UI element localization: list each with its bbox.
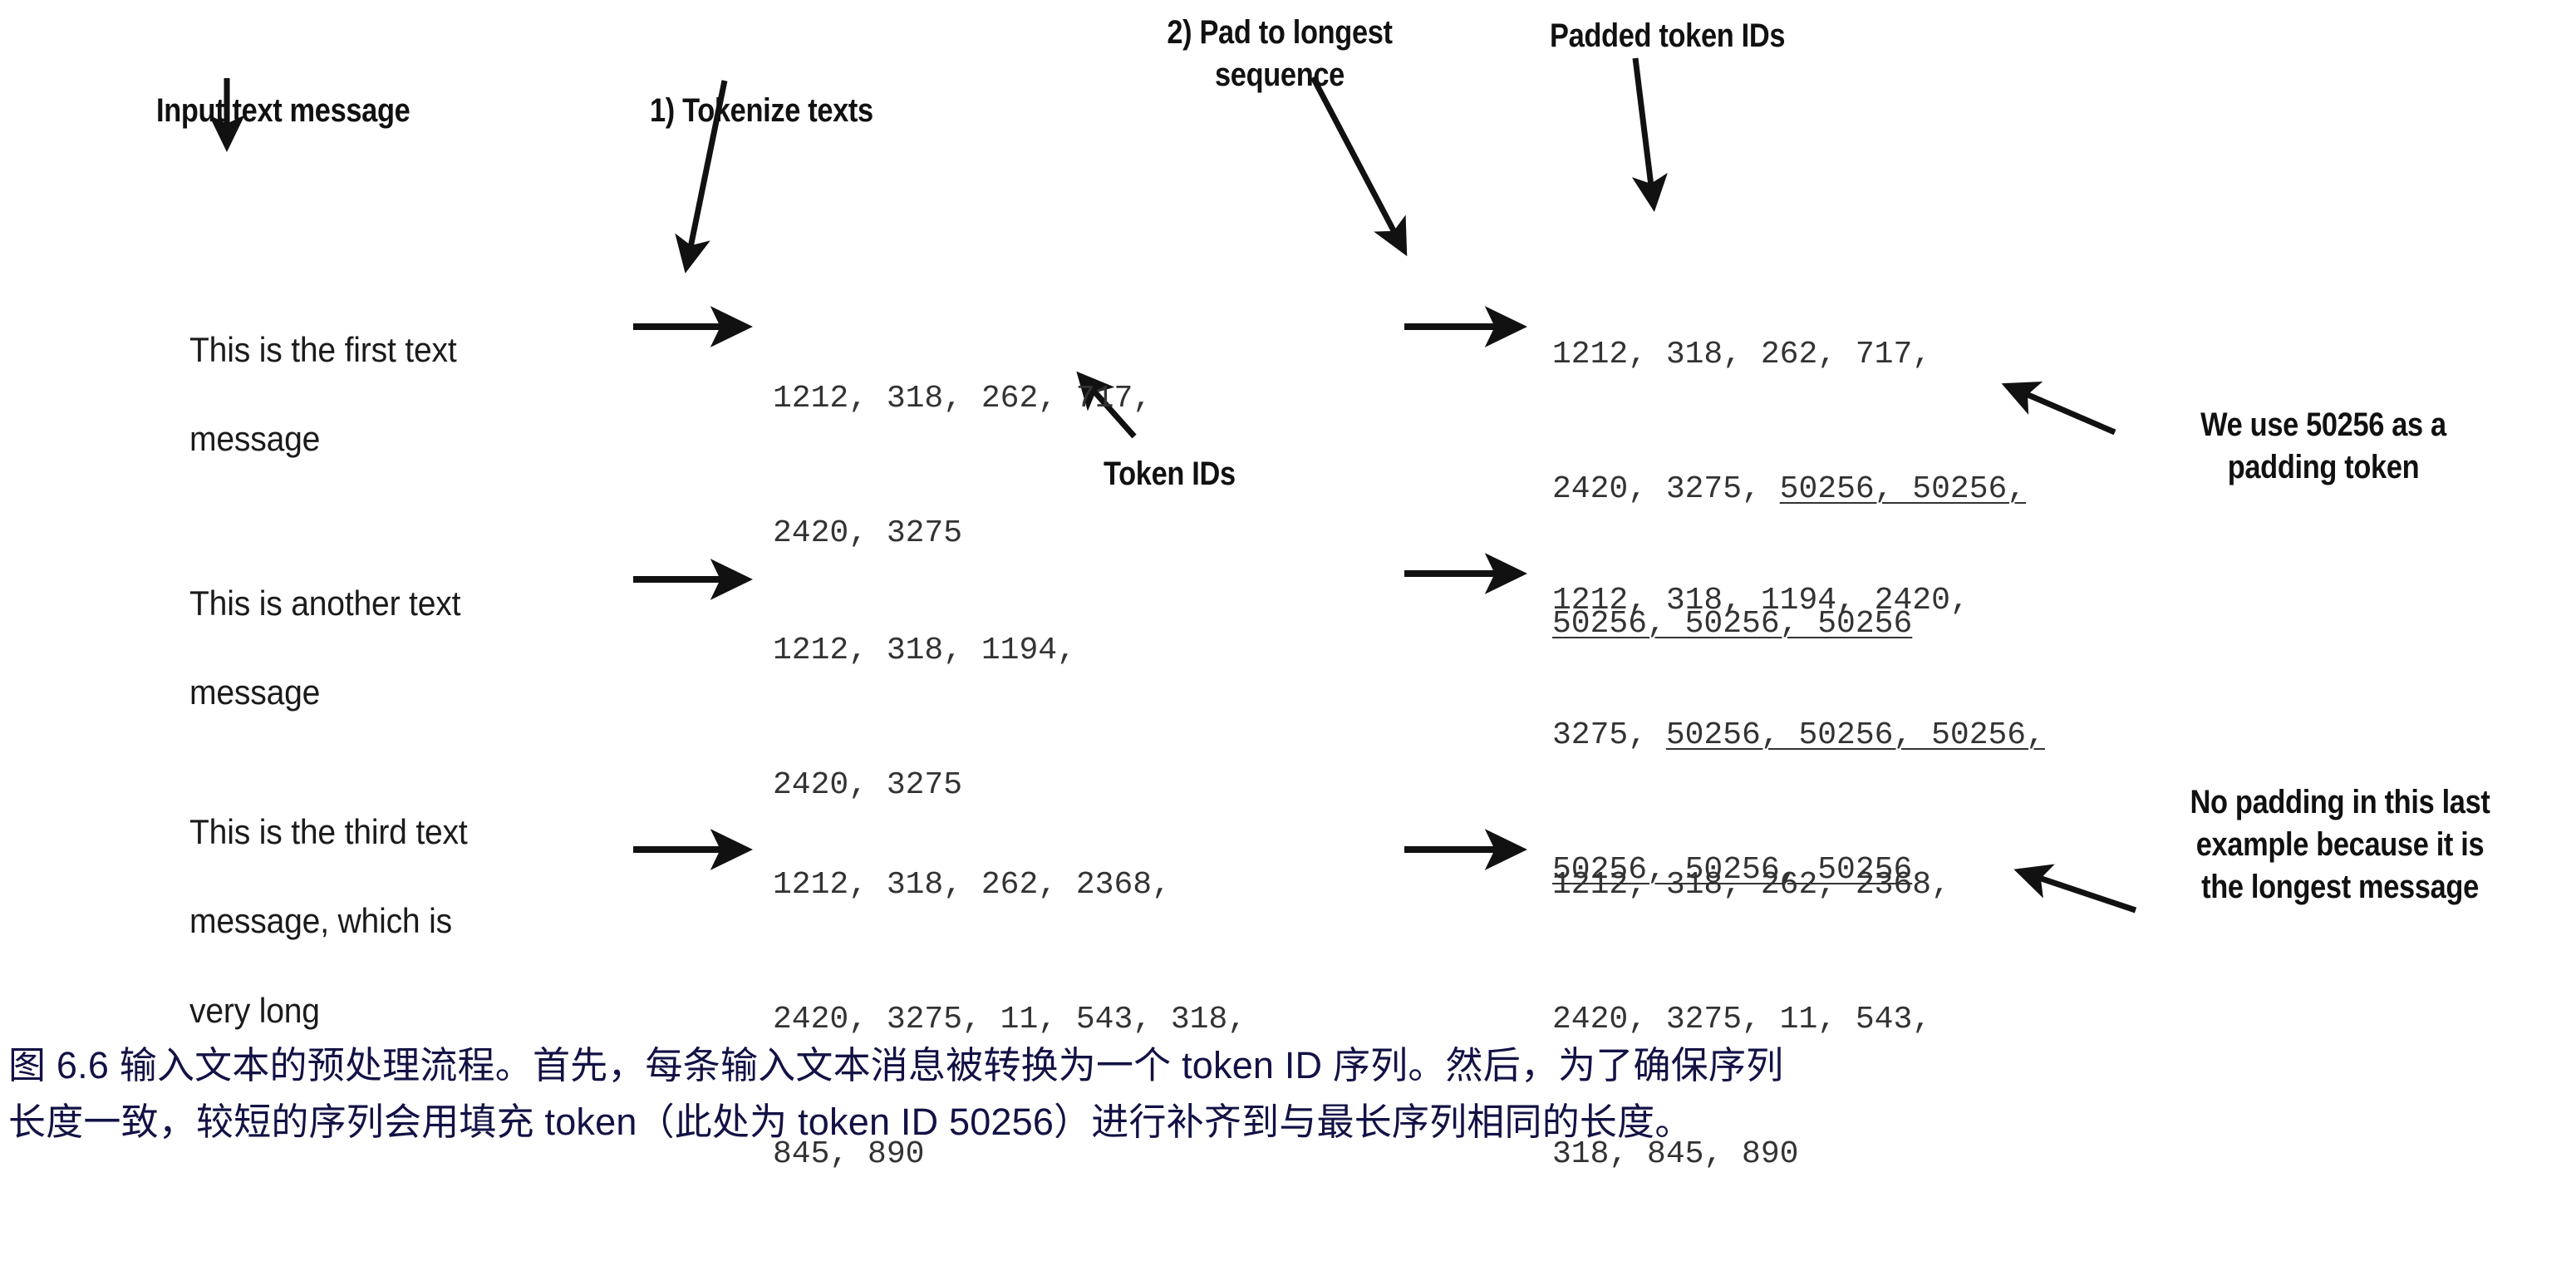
row1-padded-line1-plain: 1212, 318, 262, 717, — [1552, 336, 1932, 372]
note-no-padding-line2: example because it is — [2195, 826, 2485, 864]
label-pad-step-line1: 2) Pad to longest — [1167, 14, 1393, 51]
row1-padded-line3-pad: 50256, 50256, 50256 — [1552, 605, 1913, 642]
row1-padded-line2-plain: 2420, 3275, — [1552, 470, 1780, 507]
row3-token-ids-line2: 2420, 3275, 11, 543, 318, — [773, 1001, 1247, 1037]
row3-input-message: This is the third text message, which is… — [189, 765, 607, 1077]
note-padding-token-line2: padding token — [2227, 449, 2420, 486]
row2-padded-line3-pad: 50256, 50256, 50256 — [1552, 851, 1913, 888]
row1-token-ids-line2: 2420, 3275 — [773, 515, 963, 551]
row2-padded-line3: 50256, 50256, 50256 — [1552, 848, 2045, 893]
row3-token-ids-line3: 845, 890 — [773, 1135, 925, 1172]
row2-message-line1: This is another text — [189, 583, 461, 623]
label-token-ids: Token IDs — [1104, 456, 1236, 492]
row2-token-ids-line2: 2420, 3275 — [773, 766, 963, 803]
row3-token-ids-line1: 1212, 318, 262, 2368, — [773, 866, 1171, 903]
row2-padded-line2-plain: 3275, — [1552, 717, 1666, 753]
row2-padded-line1-plain: 1212, 318, 1194, 2420, — [1552, 582, 1969, 618]
label-pad-step-line2: sequence — [1215, 57, 1345, 94]
row3-padded-line3-plain: 318, 845, 890 — [1552, 1135, 1799, 1172]
figure-caption-line2: 长度一致，较短的序列会用填充 token（此处为 token ID 50256）… — [8, 1101, 1693, 1144]
row1-message-line1: This is the first text — [189, 329, 457, 369]
row3-token-ids: 1212, 318, 262, 2368, 2420, 3275, 11, 54… — [773, 773, 1246, 1266]
row2-message-line2: message — [189, 672, 321, 712]
figure-canvas: Input text message 1) Tokenize texts 2) … — [8, 12, 2568, 1172]
label-padded-token-ids: Padded token IDs — [1550, 17, 1786, 54]
row2-token-ids-line1: 1212, 318, 1194, — [773, 632, 1076, 668]
label-tokenize-step: 1) Tokenize texts — [650, 92, 873, 129]
figure-caption-line1: 图 6.6 输入文本的预处理流程。首先，每条输入文本消息被转换为一个 token… — [8, 1044, 1784, 1086]
label-pad-step: 2) Pad to longest sequence — [1105, 12, 1454, 96]
row1-padded-token-ids: 1212, 318, 262, 717, 2420, 3275, 50256, … — [1552, 243, 2026, 736]
row1-input-message: This is the first text message — [189, 283, 592, 506]
row3-message-line2: message, which is — [189, 901, 452, 941]
row2-padded-line2: 3275, 50256, 50256, 50256, — [1552, 713, 2045, 758]
row1-token-ids-line1: 1212, 318, 262, 717, — [773, 380, 1153, 416]
row2-padded-line1: 1212, 318, 1194, 2420, — [1552, 579, 2045, 623]
row1-padded-line1: 1212, 318, 262, 717, — [1552, 333, 2026, 377]
row3-message-line3: very long — [189, 990, 320, 1030]
note-no-padding-line1: No padding in this last — [2190, 784, 2490, 820]
note-no-padding: No padding in this last example because … — [2124, 781, 2556, 909]
row1-token-ids: 1212, 318, 262, 717, 2420, 3275 — [773, 287, 1152, 646]
row3-padded-line2-plain: 2420, 3275, 11, 543, — [1552, 1001, 1932, 1037]
row1-padded-line3: 50256, 50256, 50256 — [1552, 602, 2026, 647]
note-no-padding-line3: the longest message — [2201, 869, 2479, 906]
note-padding-token: We use 50256 as a padding token — [2124, 404, 2523, 489]
row2-token-ids: 1212, 318, 1194, 2420, 3275 — [773, 539, 1076, 898]
label-input-text-message: Input text message — [156, 92, 410, 129]
row3-message-line1: This is the third text — [189, 811, 468, 851]
row1-padded-line2-pad: 50256, 50256, — [1779, 470, 2027, 507]
row3-padded-line2: 2420, 3275, 11, 543, — [1552, 998, 1950, 1042]
row3-padded-line1-plain: 1212, 318, 262, 2368, — [1552, 866, 1950, 903]
row2-padded-line2-pad: 50256, 50256, 50256, — [1665, 717, 2045, 753]
figure-caption: 图 6.6 输入文本的预处理流程。首先，每条输入文本消息被转换为一个 token… — [8, 1037, 2568, 1151]
arrow-pad-step — [1310, 76, 1408, 257]
row3-padded-token-ids: 1212, 318, 262, 2368, 2420, 3275, 11, 54… — [1552, 773, 1950, 1266]
row3-padded-line1: 1212, 318, 262, 2368, — [1552, 863, 1950, 908]
row2-padded-token-ids: 1212, 318, 1194, 2420, 3275, 50256, 5025… — [1552, 489, 2045, 982]
row3-padded-line3: 318, 845, 890 — [1552, 1132, 1950, 1177]
row2-input-message: This is another text message — [189, 536, 592, 760]
arrow-padded-token-ids — [1631, 57, 1668, 212]
note-padding-token-line1: We use 50256 as a — [2200, 406, 2446, 443]
row1-message-line2: message — [189, 419, 321, 459]
row1-padded-line2: 2420, 3275, 50256, 50256, — [1552, 467, 2026, 512]
